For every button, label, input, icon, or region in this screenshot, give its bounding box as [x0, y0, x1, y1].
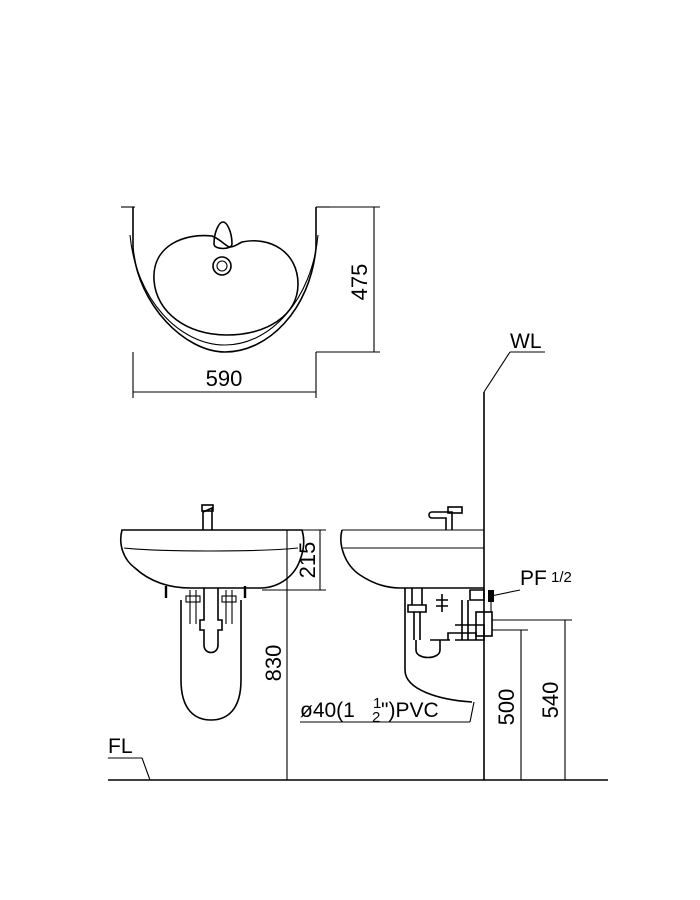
basin-side-outline — [340, 529, 484, 589]
drain-height-label: 500 — [494, 689, 519, 726]
pedestal-side — [404, 588, 473, 703]
faucet-side-icon — [428, 511, 453, 530]
supply-label: PF — [520, 567, 547, 590]
drain-trap-front — [199, 588, 223, 654]
basin-front-outline — [119, 529, 305, 589]
pedestal-front — [180, 600, 242, 721]
supply-fraction: 1/2 — [551, 569, 572, 586]
drain-fraction-den: 2 — [372, 709, 380, 726]
supply-height-label: 540 — [538, 682, 563, 719]
front-total-height-label: 830 — [261, 645, 286, 682]
drain-label: ø40(1 — [300, 699, 355, 722]
faucet-top-icon — [213, 221, 233, 250]
side-view: WL PF 1/2 ø40(1 1 2 ")PVC — [300, 330, 572, 780]
top-depth-label: 475 — [347, 264, 372, 301]
bowl-outline — [153, 234, 299, 336]
drain-fraction-num: 1 — [373, 695, 381, 712]
supply-valve-icon — [475, 611, 493, 637]
trap-side — [407, 588, 427, 613]
wall-label: WL — [510, 330, 542, 353]
top-width-label: 590 — [206, 366, 243, 391]
top-view: 590 475 — [121, 206, 380, 398]
faucet-front-icon — [202, 506, 213, 530]
basin-outline-top — [132, 207, 317, 353]
front-view: 215 830 — [119, 504, 326, 780]
front-height-label: 215 — [295, 542, 320, 579]
floor: FL — [108, 735, 608, 781]
floor-label: FL — [108, 735, 133, 758]
drain-suffix: ")PVC — [381, 699, 439, 722]
drain-icon — [212, 256, 232, 276]
